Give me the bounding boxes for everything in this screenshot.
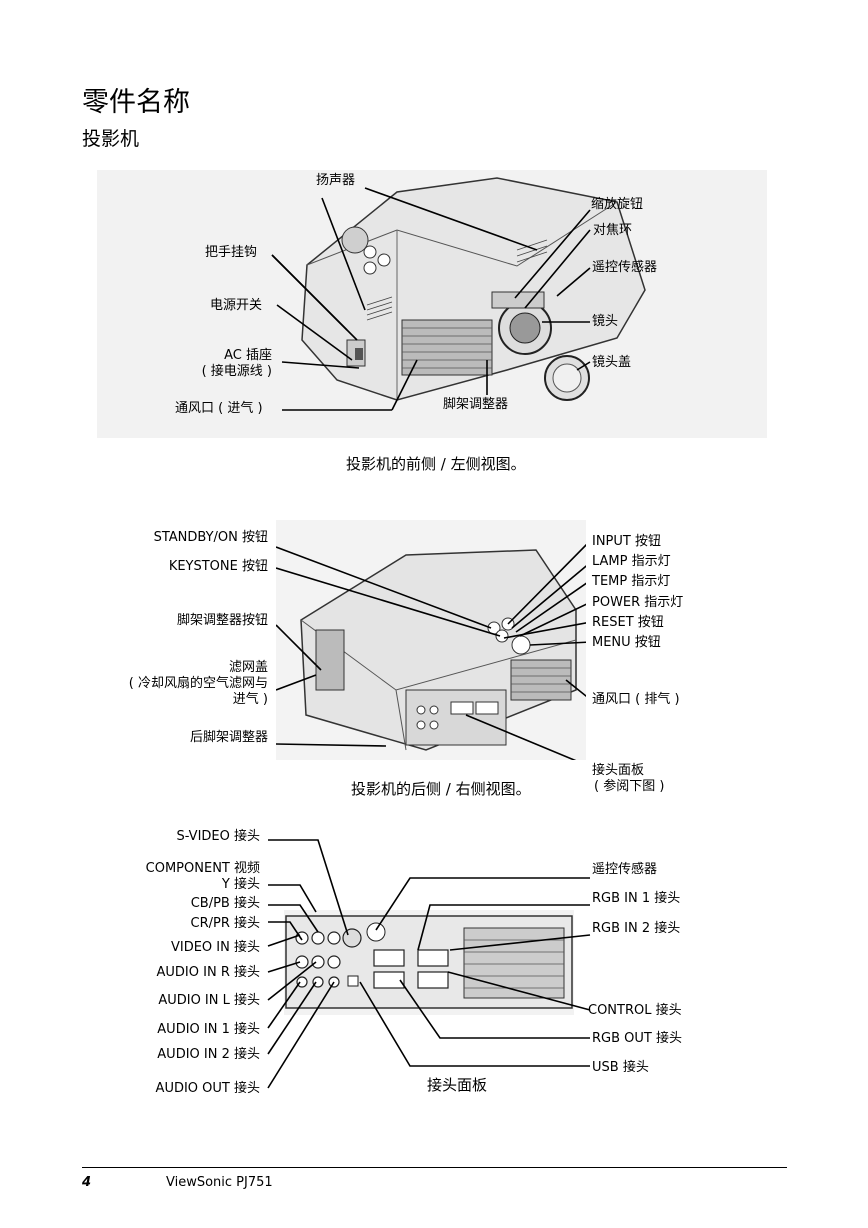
label-rgb-out: RGB OUT 接头	[592, 1031, 682, 1046]
figure-front-view	[97, 170, 767, 438]
label-rgb-in-1: RGB IN 1 接头	[592, 891, 681, 906]
label-audio-out: AUDIO OUT 接头	[155, 1081, 260, 1096]
label-audio-in-r: AUDIO IN R 接头	[156, 965, 260, 980]
page-number: 4	[82, 1175, 92, 1190]
label-audio-in-l: AUDIO IN L 接头	[158, 993, 260, 1008]
footer-rule	[82, 1167, 787, 1168]
label-svideo: S-VIDEO 接头	[176, 829, 261, 844]
projector-front-illustration	[271, 177, 646, 411]
label-video-in: VIDEO IN 接头	[170, 940, 260, 955]
figure-caption-connectors: 接头面板	[427, 1076, 488, 1094]
label-temp-indicator: TEMP 指示灯	[592, 574, 671, 589]
label-component: COMPONENT 视频	[145, 861, 260, 876]
label-rear-foot: 后脚架调整器	[189, 730, 268, 745]
label-power-switch: 电源开关	[210, 298, 263, 313]
label-input-button: INPUT 按钮	[592, 534, 661, 549]
label-speaker: 扬声器	[316, 173, 356, 188]
label-filter-note: ( 冷却风扇的空气滤网与	[128, 676, 268, 691]
label-lens-cap: 镜头盖	[592, 355, 632, 370]
label-lens: 镜头	[592, 314, 619, 329]
figure-caption-rear: 投影机的后侧 / 右侧视图。	[351, 780, 531, 798]
label-focus-ring: 对焦环	[593, 223, 633, 238]
label-keystone-button: KEYSTONE 按钮	[168, 559, 268, 574]
label-control: CONTROL 接头	[588, 1003, 682, 1018]
label-connector-panel-note: ( 参阅下图 )	[594, 779, 665, 794]
footer-product: ViewSonic PJ751	[166, 1175, 273, 1190]
connector-panel-illustration	[285, 915, 573, 1009]
label-foot-adjuster: 脚架调整器	[443, 397, 509, 412]
label-reset-button: RESET 按钮	[592, 615, 664, 630]
label-remote-sensor-rear: 遥控传感器	[592, 862, 658, 877]
label-usb: USB 接头	[592, 1060, 649, 1075]
label-vent-intake: 通风口 ( 进气 )	[175, 401, 263, 416]
projector-rear-illustration	[276, 543, 586, 760]
label-audio-in-1: AUDIO IN 1 接头	[157, 1022, 260, 1037]
figure-caption-front: 投影机的前侧 / 左侧视图。	[346, 455, 526, 473]
page-title: 零件名称	[82, 87, 190, 118]
figure-rear-view	[276, 520, 586, 760]
label-filter-note-2: 进气 )	[232, 692, 268, 707]
label-remote-sensor: 遥控传感器	[592, 260, 658, 275]
figure-connector-panel	[284, 910, 574, 1015]
label-ac-inlet-note: ( 接电源线 )	[201, 364, 272, 379]
label-lamp-indicator: LAMP 指示灯	[592, 554, 671, 569]
label-audio-in-2: AUDIO IN 2 接头	[157, 1047, 260, 1062]
label-handle-hook: 把手挂钩	[205, 245, 258, 260]
label-menu-button: MENU 按钮	[592, 635, 661, 650]
label-power-indicator: POWER 指示灯	[592, 595, 684, 610]
label-connector-panel: 接头面板	[592, 763, 645, 778]
label-component-y: Y 接头	[221, 877, 260, 892]
label-ac-inlet: AC 插座	[224, 348, 272, 363]
section-title: 投影机	[82, 128, 140, 150]
label-rgb-in-2: RGB IN 2 接头	[592, 921, 681, 936]
label-vent-exhaust: 通风口 ( 排气 )	[592, 692, 680, 707]
label-foot-button: 脚架调整器按钮	[176, 613, 268, 628]
label-zoom-knob: 缩放旋钮	[591, 197, 644, 212]
label-cr-pr: CR/PR 接头	[190, 916, 261, 931]
label-filter-cover: 滤网盖	[228, 660, 268, 675]
label-standby-button: STANDBY/ON 按钮	[153, 530, 268, 545]
label-cb-pb: CB/PB 接头	[190, 896, 260, 911]
